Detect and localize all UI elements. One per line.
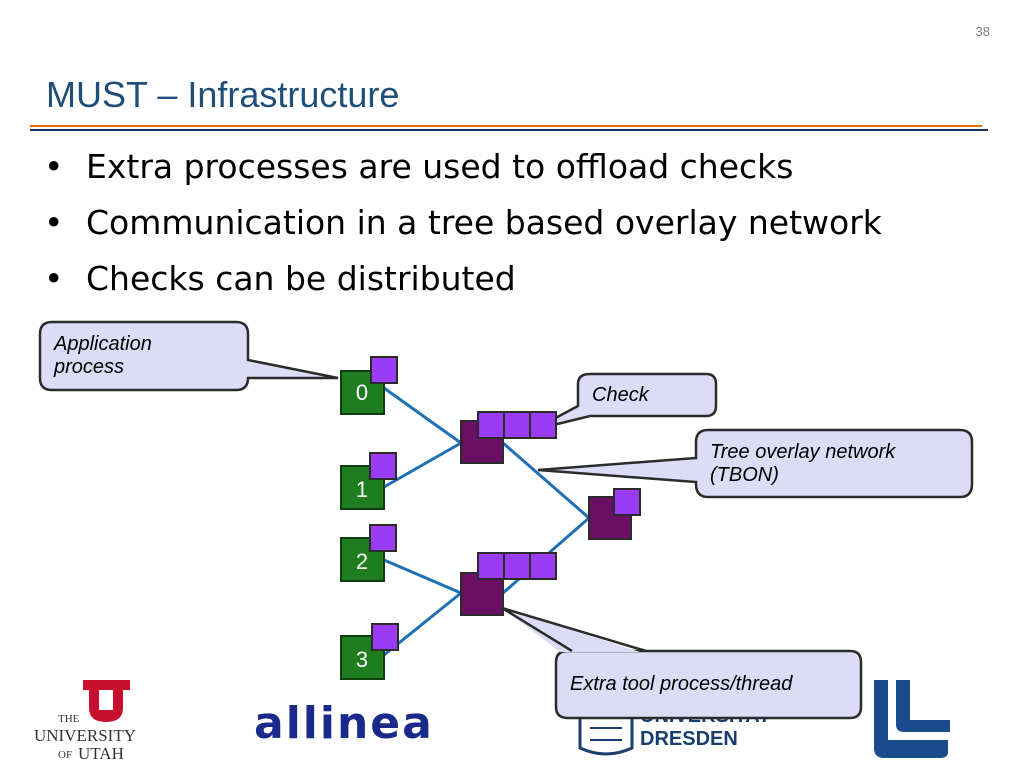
bullet-item: • Extra processes are used to offload che… [44,143,882,199]
bullet-item: • Communication in a tree based overlay n… [44,199,882,255]
utah-logo-of: OF [58,749,72,761]
app-node-2: 2 [340,524,397,582]
check-box [369,524,397,552]
utah-logo-university: UNIVERSITY [34,726,136,745]
llnl-logo [874,680,950,758]
title-rule-orange [30,125,982,127]
callout-check-text: Check [592,384,650,406]
check-box [529,552,557,580]
utah-logo-utah: UTAH [78,744,124,763]
callout-tool-process: Extra tool process/thread [501,606,863,720]
slide-title: MUST – Infrastructure [46,74,400,115]
callout-tbon-line2: (TBON) [710,464,779,486]
app-node-label: 0 [356,380,368,405]
page-number: 38 [975,24,990,39]
check-box [477,552,505,580]
app-node-label: 3 [356,647,368,672]
bullet-text: Checks can be distributed [86,259,516,298]
check-box [613,488,641,516]
utah-logo-the: THE [58,713,80,725]
bullet-item: • Checks can be distributed [44,255,882,311]
app-node-1: 1 [340,452,397,510]
bullet-text: Extra processes are used to offload chec… [86,147,794,186]
check-box [370,356,398,384]
title-rule-blue [30,129,988,131]
callout-tbon-line1: Tree overlay network [710,441,896,463]
check-box [369,452,397,480]
callout-application-process: Application process [38,320,339,392]
app-node-label: 1 [356,477,368,502]
app-node-3: 3 [340,623,399,680]
bullet-list: • Extra processes are used to offload che… [44,143,882,311]
bullet-dot: • [44,147,64,186]
check-box [503,552,531,580]
tool-node-bottom [460,552,557,616]
tool-node-top [460,411,557,464]
callout-tbon: Tree overlay network (TBON) [537,428,974,499]
tool-node-root [588,488,641,540]
check-box [529,411,557,439]
allinea-logo-text: allinea [254,698,434,749]
allinea-logo: allinea [254,698,434,749]
check-box [477,411,505,439]
callout-tool-text: Extra tool process/thread [570,673,793,695]
edge-2-to-tool-bottom [383,558,462,595]
bullet-text: Communication in a tree based overlay ne… [86,203,882,242]
check-box [503,411,531,439]
edge-0-to-tool-top [383,386,462,445]
university-of-utah-logo: THE UNIVERSITY OF UTAH [34,680,136,763]
check-box [371,623,399,651]
callout-application-line1: Application [53,333,152,355]
bullet-dot: • [44,259,64,298]
callout-application-line2: process [53,356,124,378]
dresden-logo-line2: DRESDEN [640,728,738,750]
app-node-0: 0 [340,356,398,415]
app-node-label: 2 [356,549,368,574]
callout-check: Check [532,372,718,432]
edge-tool-top-to-root [502,441,590,520]
bullet-dot: • [44,203,64,242]
